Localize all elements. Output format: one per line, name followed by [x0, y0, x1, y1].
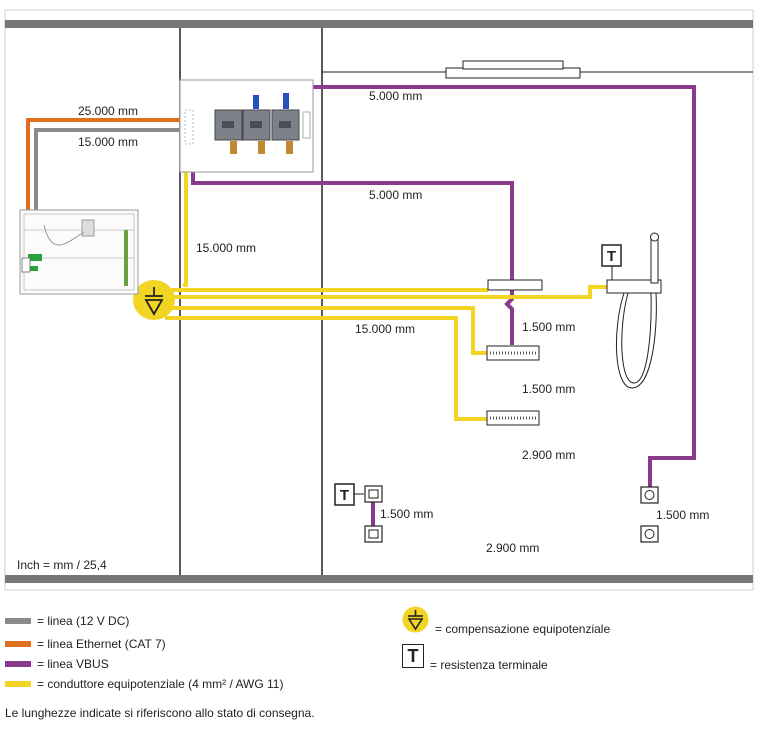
equi-cable-4 — [165, 316, 487, 421]
legend-label-equipotential-conductor: = conduttore equipotenziale (4 mm² / AWG… — [37, 677, 284, 691]
label-seg-a-length: 1.500 mm — [522, 320, 575, 334]
legend-item-dc: = linea (12 V DC) — [5, 614, 129, 628]
svg-text:T: T — [607, 248, 616, 265]
equi-cable-2 — [165, 285, 607, 299]
label-vbus-mid-length: 5.000 mm — [369, 188, 422, 202]
shower-panel — [487, 279, 543, 291]
push-button-right-top — [640, 486, 659, 504]
legend-item-terminal-resistor: T = resistenza terminale — [402, 644, 548, 672]
hand-shower — [606, 232, 662, 389]
equi-cable-up — [183, 148, 188, 287]
legend-label-vbus: = linea VBUS — [37, 657, 109, 671]
ceiling-shower-head — [445, 60, 581, 79]
legend-item-equipotential-bonding: = compensazione equipotenziale — [402, 606, 611, 636]
body-jet-1 — [486, 345, 540, 361]
control-box — [19, 209, 139, 295]
frame — [4, 9, 754, 591]
equipotential-symbol — [133, 280, 175, 320]
terminal-symbol-shower: T — [601, 244, 622, 267]
label-equi-horizontal-length: 15.000 mm — [355, 322, 415, 336]
legend-label-equipotential-bonding: = compensazione equipotenziale — [435, 621, 611, 636]
legend-swatch-equipotential — [5, 681, 31, 687]
label-equi-vertical-length: 15.000 mm — [196, 241, 256, 255]
equipotential-icon — [402, 606, 429, 633]
svg-text:T: T — [340, 487, 349, 504]
legend-swatch-ethernet — [5, 641, 31, 647]
equi-cable-3 — [165, 306, 487, 355]
legend-item-equipotential-conductor: = conduttore equipotenziale (4 mm² / AWG… — [5, 677, 283, 691]
legend-label-dc: = linea (12 V DC) — [37, 614, 130, 628]
push-button-left-bottom — [364, 525, 383, 543]
label-right-vertical-length: 1.500 mm — [656, 508, 709, 522]
label-bottom-length: 2.900 mm — [486, 541, 539, 555]
terminal-symbol-left: T — [334, 483, 355, 506]
valve-block — [179, 79, 314, 173]
legend-swatch-dc — [5, 618, 31, 624]
conversion-note: Inch = mm / 25,4 — [17, 558, 107, 572]
floor-bar — [5, 575, 753, 583]
wiring-diagram: T T 25.000 mm 15.000 mm 5.000 mm 5.000 m… — [4, 9, 754, 591]
label-seg-b-length: 1.500 mm — [522, 382, 575, 396]
ceiling-bar — [5, 20, 753, 28]
push-button-right-bottom — [640, 525, 659, 543]
dc-cable — [34, 128, 215, 212]
legend-label-terminal-resistor: = resistenza terminale — [430, 658, 548, 672]
legend-item-ethernet: = linea Ethernet (CAT 7) — [5, 637, 166, 651]
delivery-note: Le lunghezze indicate si riferiscono all… — [5, 706, 315, 720]
push-button-left-top — [364, 485, 383, 503]
body-jet-2 — [486, 410, 540, 426]
terminal-resistor-icon: T — [402, 644, 424, 668]
label-bottom-right-length: 2.900 mm — [522, 448, 575, 462]
legend-swatch-vbus — [5, 661, 31, 667]
legend-label-ethernet: = linea Ethernet (CAT 7) — [37, 637, 166, 651]
legend-item-vbus: = linea VBUS — [5, 657, 109, 671]
label-vbus-top-length: 5.000 mm — [369, 89, 422, 103]
label-ethernet-length: 25.000 mm — [78, 104, 138, 118]
ethernet-cable — [26, 118, 215, 212]
label-dc-length: 15.000 mm — [78, 135, 138, 149]
label-left-vertical-length: 1.500 mm — [380, 507, 433, 521]
